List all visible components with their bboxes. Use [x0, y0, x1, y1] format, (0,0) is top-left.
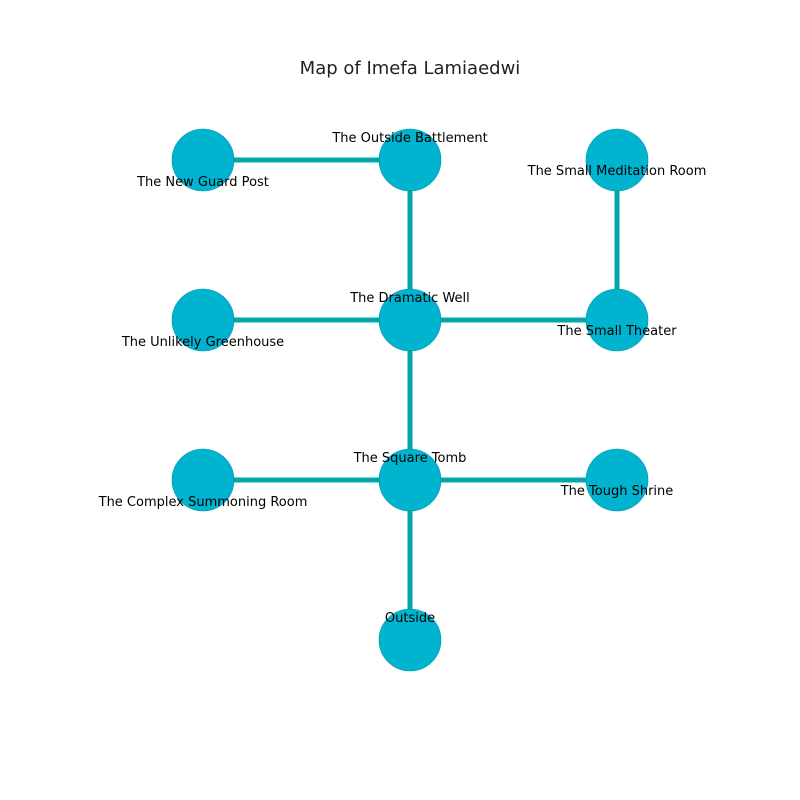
room-node-unlikely-greenhouse — [171, 288, 235, 352]
room-label-new-guard-post: The New Guard Post — [136, 175, 269, 190]
room-label-unlikely-greenhouse: The Unlikely Greenhouse — [121, 335, 284, 350]
room-node-complex-summoning-room — [171, 448, 235, 512]
room-label-square-tomb: The Square Tomb — [353, 451, 467, 466]
room-label-outside-battlement: The Outside Battlement — [331, 131, 487, 146]
room-label-tough-shrine: The Tough Shrine — [560, 484, 674, 499]
room-node-tough-shrine — [585, 448, 649, 512]
room-node-outside — [378, 608, 442, 672]
rooms — [171, 128, 649, 672]
room-node-small-theater — [585, 288, 649, 352]
room-node-small-meditation-room — [585, 128, 649, 192]
map-title: Map of Imefa Lamiaedwi — [300, 58, 521, 79]
room-labels: The New Guard Post The Outside Battlement… — [98, 131, 707, 626]
room-label-outside: Outside — [385, 611, 435, 626]
room-label-dramatic-well: The Dramatic Well — [349, 291, 470, 306]
room-node-square-tomb — [378, 448, 442, 512]
room-label-complex-summoning-room: The Complex Summoning Room — [98, 495, 308, 510]
room-label-small-meditation-room: The Small Meditation Room — [527, 164, 707, 179]
room-node-new-guard-post — [171, 128, 235, 192]
room-label-small-theater: The Small Theater — [556, 324, 677, 339]
room-node-outside-battlement — [378, 128, 442, 192]
room-node-dramatic-well — [378, 288, 442, 352]
corridors — [203, 157, 620, 640]
